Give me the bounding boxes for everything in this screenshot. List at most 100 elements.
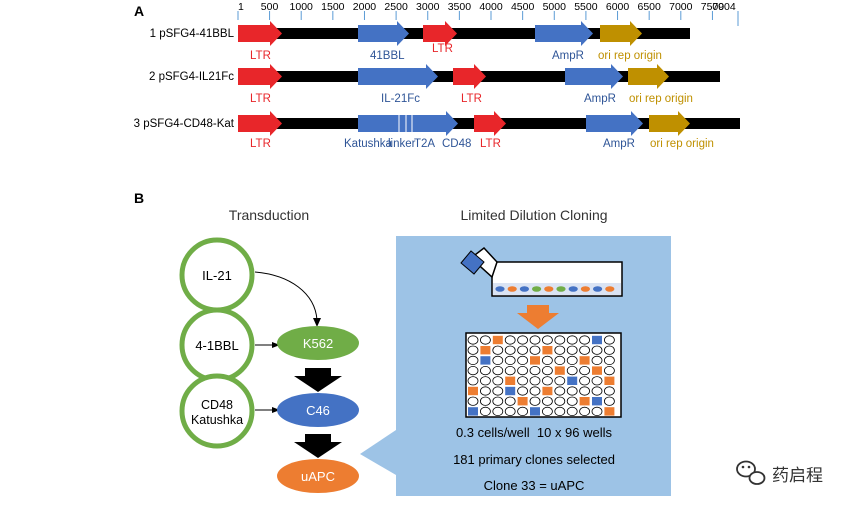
well-filled <box>604 407 615 416</box>
ltr-arrow <box>238 21 282 46</box>
plate-wells <box>467 335 615 416</box>
well-empty <box>517 365 528 376</box>
well-filled <box>592 335 602 345</box>
orange-down-arrow <box>517 305 559 329</box>
well-filled <box>505 386 516 396</box>
well-empty <box>579 386 590 396</box>
well-empty <box>566 386 578 396</box>
well-empty <box>554 396 566 406</box>
well-empty <box>542 376 553 386</box>
watermark: 药启程 <box>736 460 823 485</box>
well-empty <box>467 355 479 365</box>
well-plate <box>465 332 622 418</box>
cell-c46: C46 <box>277 393 359 427</box>
label-ori: ori rep origin <box>650 138 714 150</box>
arrowhead <box>272 342 280 348</box>
tick-label: 7000 <box>669 1 693 13</box>
well-filled <box>468 407 478 416</box>
well-empty <box>504 335 516 345</box>
well-empty <box>517 355 528 365</box>
cell-label: uAPC <box>301 469 335 484</box>
well-empty <box>492 355 504 365</box>
label-katushka: Katushka <box>344 138 393 150</box>
ori-arrow <box>628 64 669 89</box>
tick-label: 6000 <box>606 1 630 13</box>
well-empty <box>529 365 541 376</box>
flask-cell <box>593 286 603 292</box>
construct-2: 2 pSFG4-IL21Fc LTR IL-21Fc LTR AmpR ori … <box>149 64 720 105</box>
label-41bbl: 41BBL <box>370 50 405 62</box>
cloning-info-wells: 0.3 cells/well 10 x 96 wells <box>456 425 613 440</box>
well-empty <box>529 335 541 345</box>
gene-arrow-katushka-cd48 <box>358 111 458 136</box>
well-filled <box>554 366 565 375</box>
label-ltr: LTR <box>461 93 482 105</box>
well-empty <box>517 335 528 345</box>
well-empty <box>604 365 615 376</box>
well-empty <box>529 386 541 396</box>
backbone <box>272 71 720 82</box>
well-empty <box>467 376 479 386</box>
well-empty <box>492 406 504 416</box>
well-empty <box>566 365 578 376</box>
well-empty <box>554 355 566 365</box>
gene-arrow-il21fc <box>358 64 438 89</box>
well-empty <box>566 406 578 416</box>
well-empty <box>566 335 578 345</box>
panel-b-label: B <box>134 190 144 206</box>
well-empty <box>542 396 553 406</box>
flask-cell <box>495 286 505 292</box>
label-linker: linker <box>388 138 416 150</box>
well-filled <box>542 346 553 355</box>
well-empty <box>579 345 590 355</box>
well-empty <box>554 335 566 345</box>
well-empty <box>566 355 578 365</box>
well-filled <box>592 366 602 375</box>
cell-label: K562 <box>303 336 333 351</box>
construct-3: 3 pSFG4-CD48-Kat LTR Katushka linker T2A… <box>134 111 740 150</box>
well-empty <box>479 396 491 406</box>
gene-circle-41bbl: 4-1BBL <box>179 307 255 383</box>
well-empty <box>542 335 553 345</box>
cloning-info-result: Clone 33 = uAPC <box>484 478 585 493</box>
well-empty <box>579 365 590 376</box>
construct-name: 2 pSFG4-IL21Fc <box>149 71 234 83</box>
well-empty <box>492 386 504 396</box>
gene-label: Katushka <box>191 413 243 427</box>
well-filled <box>505 376 516 385</box>
gene-label: 4-1BBL <box>195 338 238 353</box>
gene-label: IL-21 <box>202 268 232 283</box>
flask-cells <box>495 286 615 292</box>
panel-a-label: A <box>134 3 144 19</box>
ltr-arrow <box>453 64 486 89</box>
ltr-arrow <box>423 21 457 46</box>
construct-name: 3 pSFG4-CD48-Kat <box>134 118 235 130</box>
arrowhead <box>272 407 280 413</box>
well-empty <box>517 345 528 355</box>
well-empty <box>591 386 603 396</box>
construct-1: 1 pSFG4-41BBL LTR 41BBL LTR AmpR ori rep… <box>150 21 690 62</box>
label-ori: ori rep origin <box>629 93 693 105</box>
well-empty <box>579 335 590 345</box>
well-empty <box>554 386 566 396</box>
flask-cell <box>544 286 554 292</box>
well-empty <box>529 376 541 386</box>
flask-cell <box>605 286 615 292</box>
ori-arrow <box>649 111 690 136</box>
well-empty <box>566 396 578 406</box>
well-empty <box>504 396 516 406</box>
well-filled <box>542 386 553 396</box>
well-empty <box>467 335 479 345</box>
well-filled <box>480 356 491 365</box>
cell-label: C46 <box>306 403 330 418</box>
well-empty <box>492 396 504 406</box>
tick-label: 3000 <box>416 1 440 13</box>
label-ltr: LTR <box>250 138 271 150</box>
well-empty <box>604 335 615 345</box>
transduction-title: Transduction <box>229 207 309 223</box>
ampr-arrow <box>565 64 623 89</box>
flask-cap <box>460 250 485 275</box>
ampr-arrow <box>535 21 593 46</box>
well-empty <box>517 386 528 396</box>
